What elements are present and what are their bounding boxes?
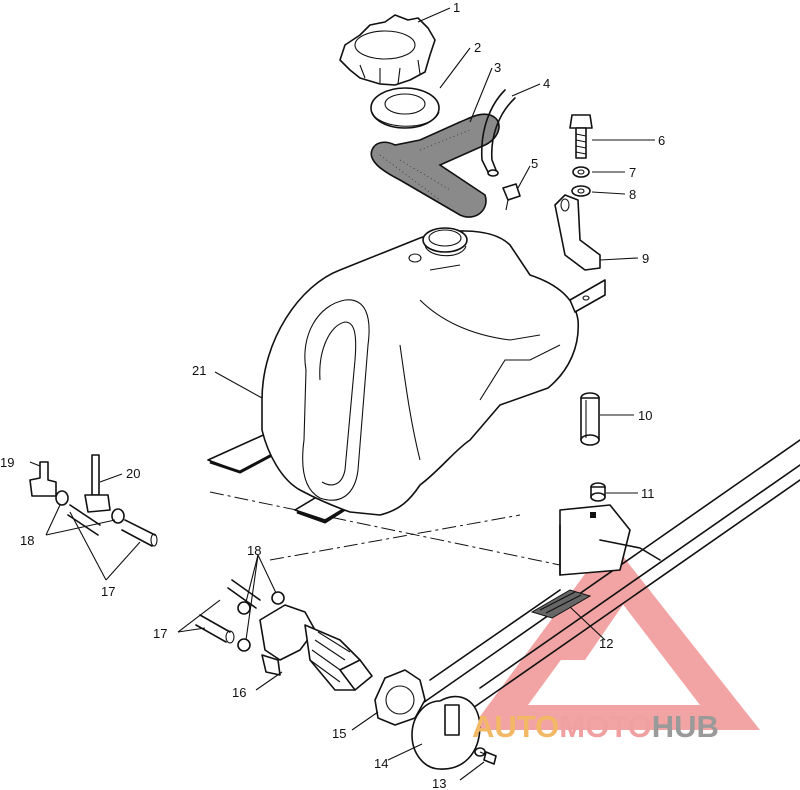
callout-4: 4 xyxy=(543,76,550,91)
mount-bracket xyxy=(554,194,606,313)
callout-18-center: 18 xyxy=(247,543,261,558)
watermark-hub: HUB xyxy=(652,709,719,744)
callout-9: 9 xyxy=(642,251,649,266)
callout-3: 3 xyxy=(494,60,501,75)
callout-2: 2 xyxy=(474,40,481,55)
foam-baffle xyxy=(370,113,500,218)
callout-17-left: 17 xyxy=(101,584,115,599)
callout-14: 14 xyxy=(374,756,388,771)
bolt-stack xyxy=(569,114,593,197)
callout-17-center: 17 xyxy=(153,626,167,641)
vent-hose xyxy=(480,89,516,177)
fuel-cap xyxy=(339,14,436,86)
frame-tube xyxy=(419,439,800,711)
callout-12: 12 xyxy=(599,636,613,651)
watermark-moto: MOTO xyxy=(559,709,651,744)
detail-left-fittings xyxy=(29,454,158,547)
decal-12 xyxy=(530,589,592,619)
vent-fitting xyxy=(502,183,521,211)
svg-text:AUTOMOTOHUB: AUTOMOTOHUB xyxy=(472,709,719,744)
callout-21: 21 xyxy=(192,363,206,378)
fuel-tank xyxy=(261,227,580,516)
callout-8: 8 xyxy=(629,187,636,202)
callout-13: 13 xyxy=(432,776,446,790)
callout-10: 10 xyxy=(638,408,652,423)
callout-11: 11 xyxy=(641,486,655,501)
cap-gasket xyxy=(370,87,440,129)
callout-labels: 1 2 3 4 5 6 7 8 9 10 11 12 13 14 15 16 1… xyxy=(0,0,665,790)
watermark-auto: AUTO xyxy=(472,709,559,744)
callout-7: 7 xyxy=(629,165,636,180)
callout-16: 16 xyxy=(232,685,246,700)
fuel-valve-assembly xyxy=(195,579,373,691)
callout-19: 19 xyxy=(0,455,14,470)
callout-1: 1 xyxy=(453,0,460,15)
watermark-text: AUTOMOTOHUB xyxy=(472,709,719,744)
frame-cap-parts xyxy=(374,669,497,770)
callout-20: 20 xyxy=(126,466,140,481)
callout-18-left: 18 xyxy=(20,533,34,548)
spacer xyxy=(580,392,606,502)
frame-centerlines xyxy=(209,491,561,566)
callout-6: 6 xyxy=(658,133,665,148)
leader-lines xyxy=(29,7,655,781)
callout-5: 5 xyxy=(531,156,538,171)
callout-15: 15 xyxy=(332,726,346,741)
